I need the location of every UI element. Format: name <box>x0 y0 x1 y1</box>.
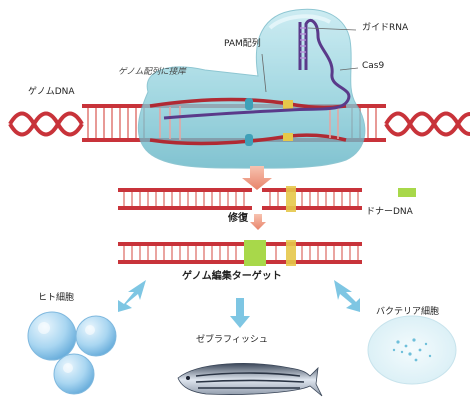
label-repair: 修復 <box>228 214 248 224</box>
pam-site <box>283 100 293 109</box>
donor-dna-swatch <box>398 188 416 197</box>
label-guide-rna: ガイドRNA <box>362 24 408 33</box>
zebrafish <box>178 363 322 396</box>
cut-arrow <box>242 166 272 190</box>
outcome-arrows <box>118 280 360 328</box>
repair-arrow <box>250 214 266 230</box>
label-pam: PAM配列 <box>224 40 261 49</box>
arrow-to-human-cell <box>118 280 146 312</box>
human-cells <box>28 312 116 394</box>
repaired-dna <box>118 240 362 266</box>
arrow-to-zebrafish <box>230 298 250 328</box>
label-donor-dna: ドナーDNA <box>366 208 413 217</box>
arrow-to-bacteria <box>334 280 360 312</box>
label-human-cell: ヒト細胞 <box>38 294 74 303</box>
inserted-donor-dna <box>244 240 266 266</box>
cut-site-bottom <box>245 134 253 146</box>
broken-dna <box>118 186 362 212</box>
label-edit-target: ゲノム編集ターゲット <box>182 272 282 282</box>
label-genome-dna: ゲノムDNA <box>28 88 75 97</box>
label-bacteria-cell: バクテリア細胞 <box>376 308 439 317</box>
label-zebrafish: ゼブラフィッシュ <box>196 336 268 345</box>
cut-site-top <box>245 98 253 110</box>
label-genome-binding: ゲノム配列に接岸 <box>118 68 186 77</box>
bacteria-cell <box>368 316 456 384</box>
label-cas9: Cas9 <box>362 62 384 71</box>
